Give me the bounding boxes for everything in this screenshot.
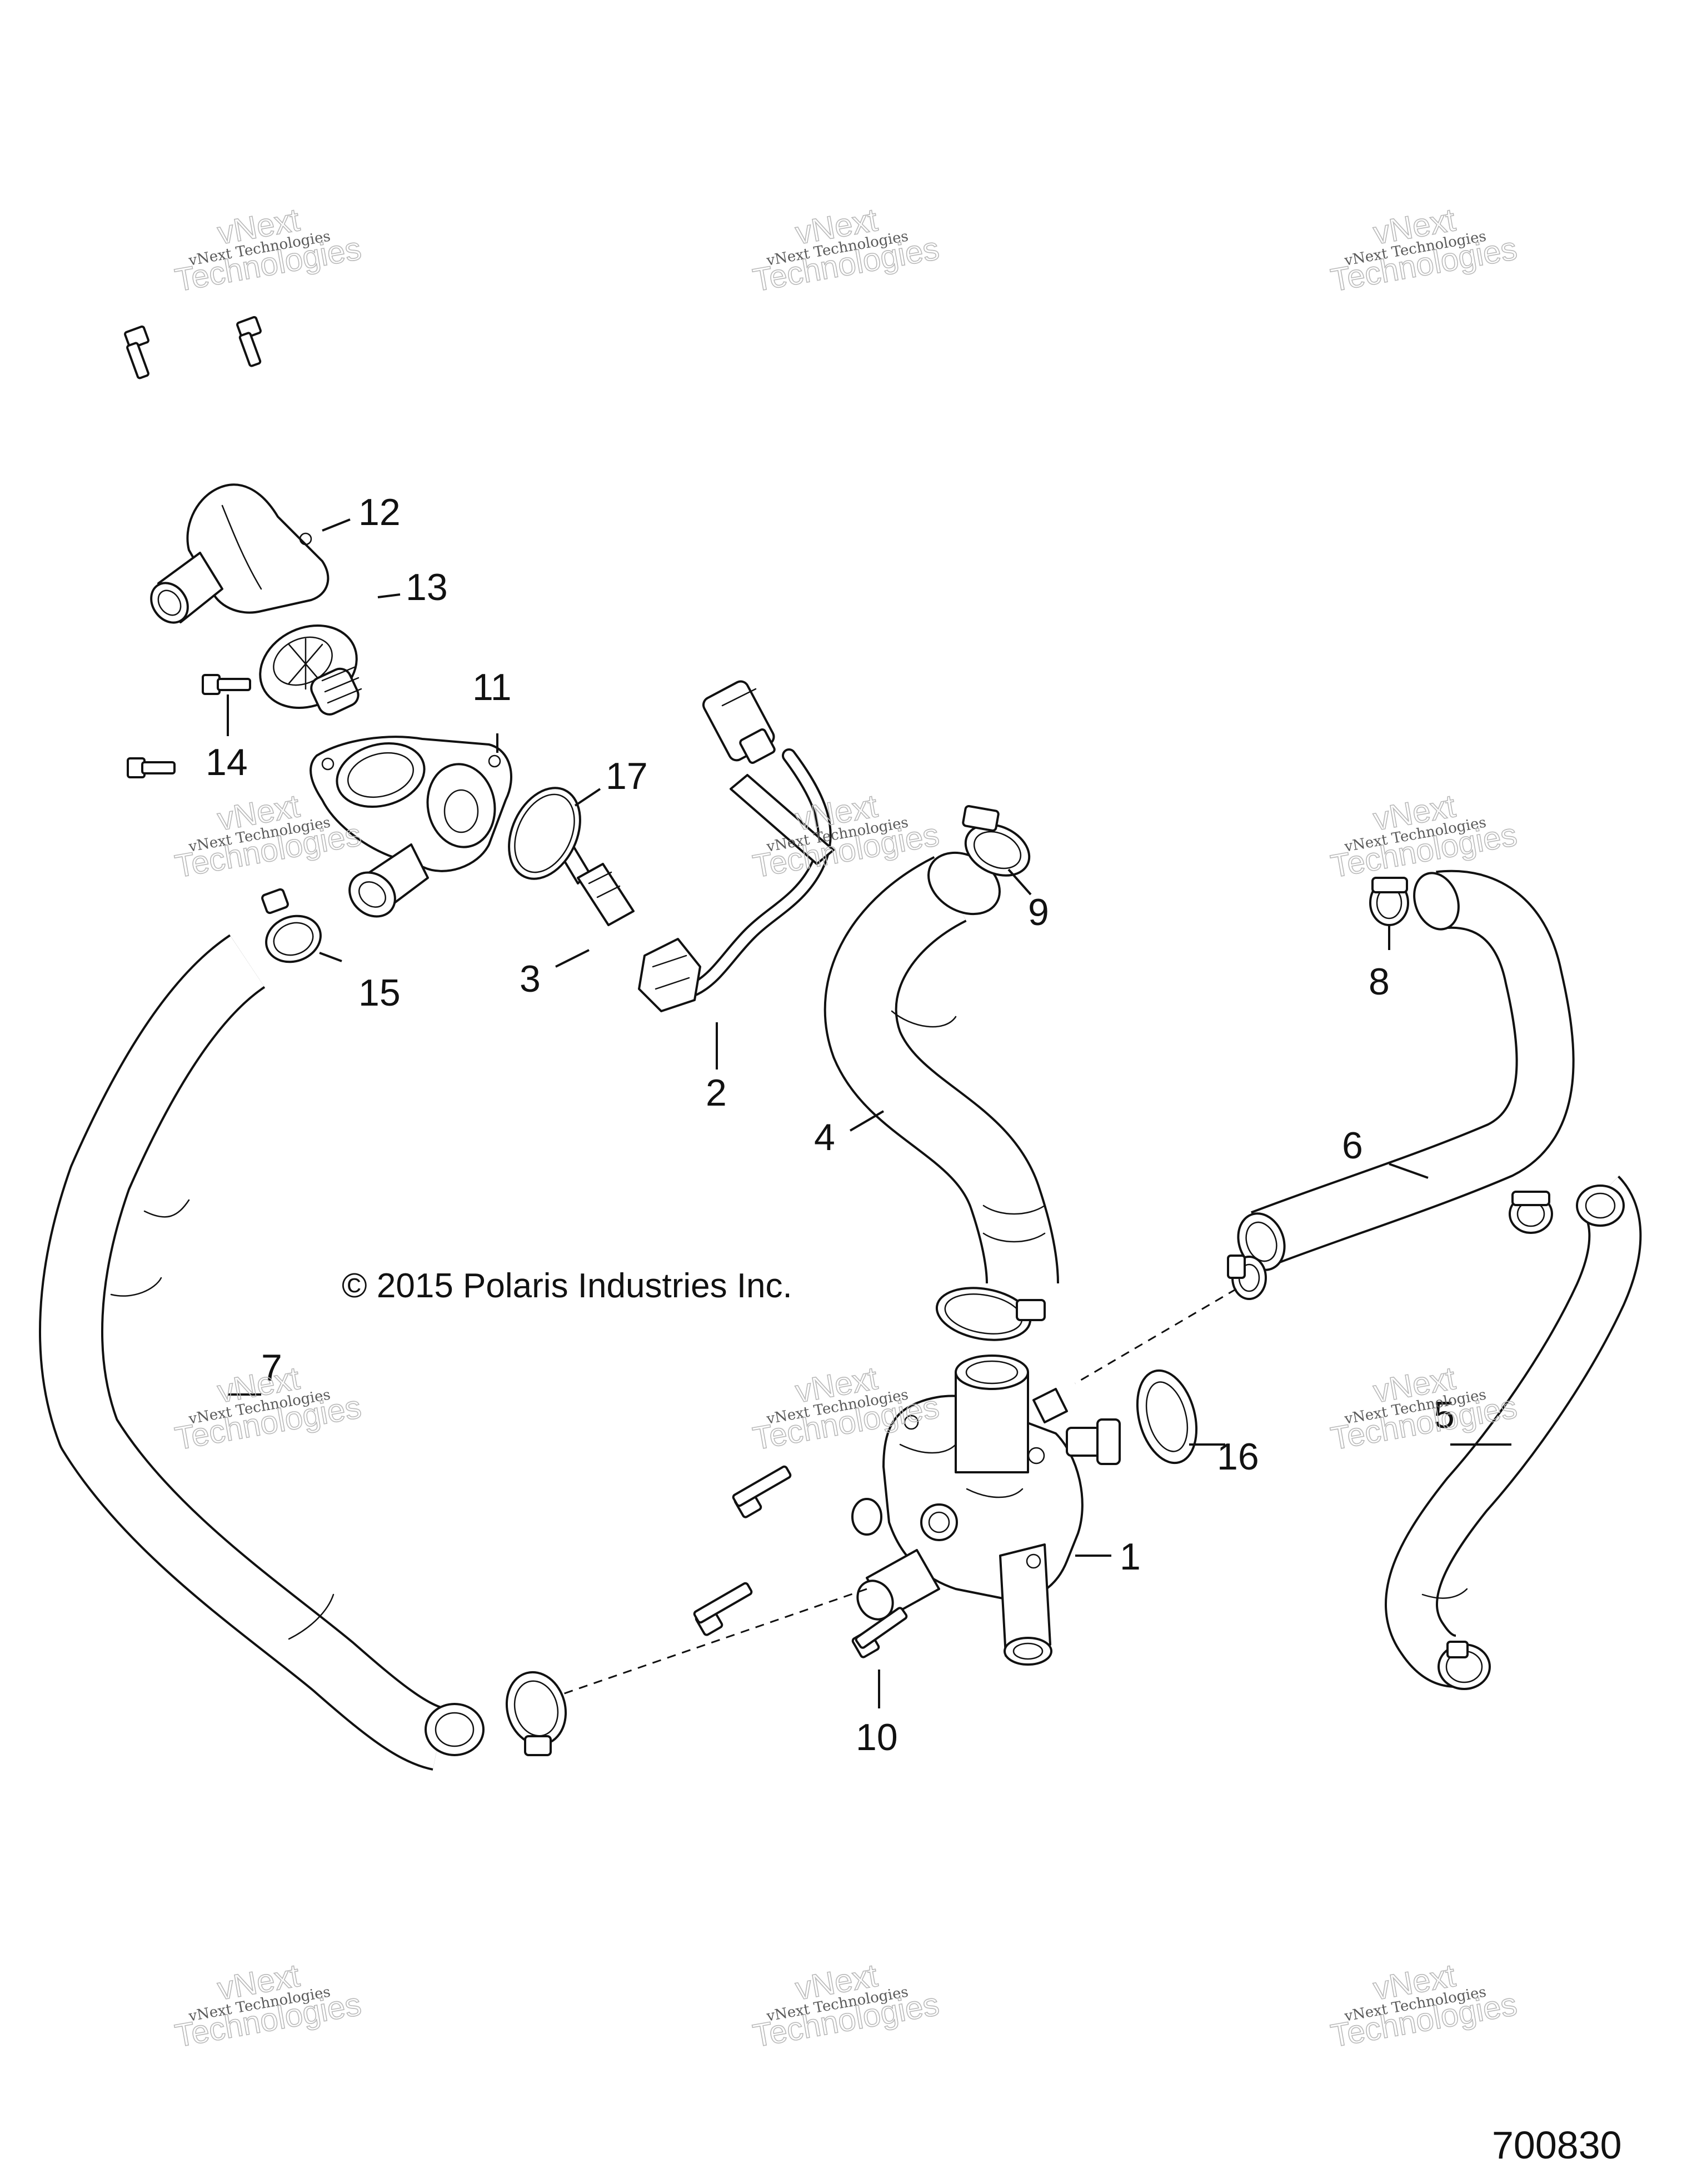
leader-lines xyxy=(227,518,1511,1708)
callout-6: 6 xyxy=(1342,1125,1363,1167)
harness-2 xyxy=(638,680,835,1012)
bolt-14b xyxy=(127,757,176,778)
callout-14: 14 xyxy=(206,741,248,783)
callout-2: 2 xyxy=(706,1072,727,1114)
watermark-10: vNext vNext Technologies Technologies xyxy=(172,1957,364,2055)
callout-3: 3 xyxy=(520,958,541,1000)
callout-9: 9 xyxy=(1028,891,1049,933)
clamp-5-lower xyxy=(1438,1641,1491,1690)
watermark-7: vNext vNext Technologies Technologies xyxy=(172,1360,364,1457)
clamp-7-lower xyxy=(505,1671,567,1756)
clamp-8 xyxy=(1369,877,1409,926)
thermostat-13 xyxy=(259,624,362,716)
thermostat-housing-11 xyxy=(310,736,512,918)
hose-7 xyxy=(39,934,485,1771)
alignment-line-1 xyxy=(1075,1288,1237,1385)
bolt-10a xyxy=(732,1465,792,1518)
copyright-text: © 2015 Polaris Industries Inc. xyxy=(342,1267,792,1305)
clamp-4-lower xyxy=(935,1287,1046,1341)
diagram-reference-number: 700830 xyxy=(1492,2123,1622,2167)
watermark-2: vNext vNext Technologies Technologies xyxy=(750,201,942,299)
o-ring-17 xyxy=(508,787,581,880)
clamp-6-end xyxy=(1509,1191,1553,1234)
gasket-16 xyxy=(1136,1369,1198,1465)
watermark-3: vNext vNext Technologies Technologies xyxy=(1327,201,1520,299)
callout-8: 8 xyxy=(1369,961,1390,1003)
temp-sensor-3 xyxy=(560,843,635,926)
thermostat-cover-12 xyxy=(150,483,330,624)
bolt-10c xyxy=(851,1607,908,1658)
callout-11: 11 xyxy=(472,666,512,708)
watermark-12: vNext vNext Technologies Technologies xyxy=(1327,1957,1520,2055)
bolt-10b xyxy=(693,1582,753,1636)
clamp-15 xyxy=(261,888,322,963)
callout-13: 13 xyxy=(406,566,448,608)
water-pump-1 xyxy=(851,1355,1121,1666)
watermark-6: vNext vNext Technologies Technologies xyxy=(1327,787,1520,885)
watermark-1: vNext vNext Technologies Technologies xyxy=(172,201,364,299)
watermark-11: vNext vNext Technologies Technologies xyxy=(750,1957,942,2055)
clamp-9 xyxy=(962,805,1031,877)
callout-12: 12 xyxy=(358,491,401,533)
hose-4 xyxy=(823,851,1059,1284)
callout-5: 5 xyxy=(1434,1394,1455,1436)
bolt-top-left xyxy=(124,325,149,379)
callout-15: 15 xyxy=(358,972,401,1014)
hose-6 xyxy=(1237,869,1575,1271)
callout-16: 16 xyxy=(1217,1436,1259,1478)
callout-4: 4 xyxy=(814,1116,835,1158)
bolt-top-right xyxy=(236,316,262,367)
callout-1: 1 xyxy=(1120,1536,1141,1578)
bolt-14a xyxy=(202,674,251,695)
callout-7: 7 xyxy=(261,1347,282,1389)
hose-5 xyxy=(1385,1176,1642,1688)
clamp-6-left xyxy=(1227,1255,1267,1300)
callout-10: 10 xyxy=(856,1716,898,1758)
alignment-line-2 xyxy=(561,1588,867,1696)
callout-17: 17 xyxy=(606,755,648,797)
